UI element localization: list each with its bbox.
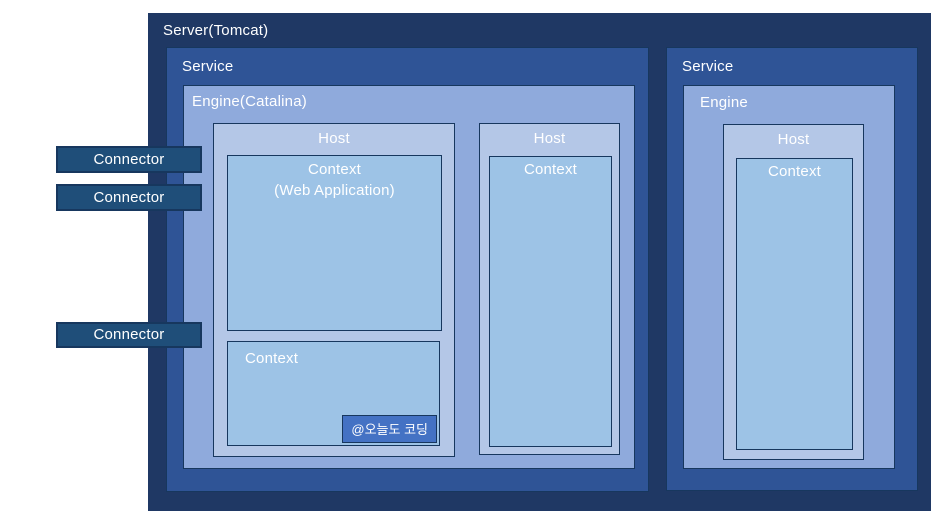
- host-2-label: Host: [533, 130, 566, 147]
- context-webapp-label-line2: (Web Application): [274, 182, 395, 199]
- context-webapp-box: Context (Web Application): [227, 155, 442, 331]
- host-box-right: Host Context: [723, 124, 864, 460]
- service-right-label: Service: [682, 58, 734, 75]
- connector-box-2: Connector: [56, 184, 202, 211]
- watermark-badge: @오늘도 코딩: [342, 415, 437, 443]
- context-3-label: Context: [523, 161, 578, 178]
- service-left-label: Service: [182, 58, 234, 75]
- host-right-label: Host: [777, 131, 810, 148]
- context-box-3: Context: [489, 156, 612, 447]
- connector-box-1: Connector: [56, 146, 202, 173]
- server-box: Server(Tomcat) Service Engine(Catalina) …: [148, 13, 931, 511]
- server-label: Server(Tomcat): [163, 22, 269, 39]
- context-box-right: Context: [736, 158, 853, 450]
- engine-catalina-label: Engine(Catalina): [192, 93, 307, 110]
- host-1-label: Host: [318, 130, 350, 147]
- context-2-label: Context: [245, 350, 299, 367]
- service-box-left: Service Engine(Catalina) Host Context (W…: [166, 47, 649, 492]
- host-box-2: Host Context: [479, 123, 620, 455]
- service-box-right: Service Engine Host Context: [666, 47, 918, 491]
- host-box-1: Host Context (Web Application) Context @…: [213, 123, 455, 457]
- engine-right-label: Engine: [700, 94, 748, 111]
- context-box-2: Context @오늘도 코딩: [227, 341, 440, 446]
- connector-box-3: Connector: [56, 322, 202, 348]
- engine-box-right: Engine Host Context: [683, 85, 895, 469]
- context-right-label: Context: [767, 163, 822, 180]
- context-webapp-label-line1: Context: [307, 161, 362, 178]
- engine-catalina-box: Engine(Catalina) Host Context (Web Appli…: [183, 85, 635, 469]
